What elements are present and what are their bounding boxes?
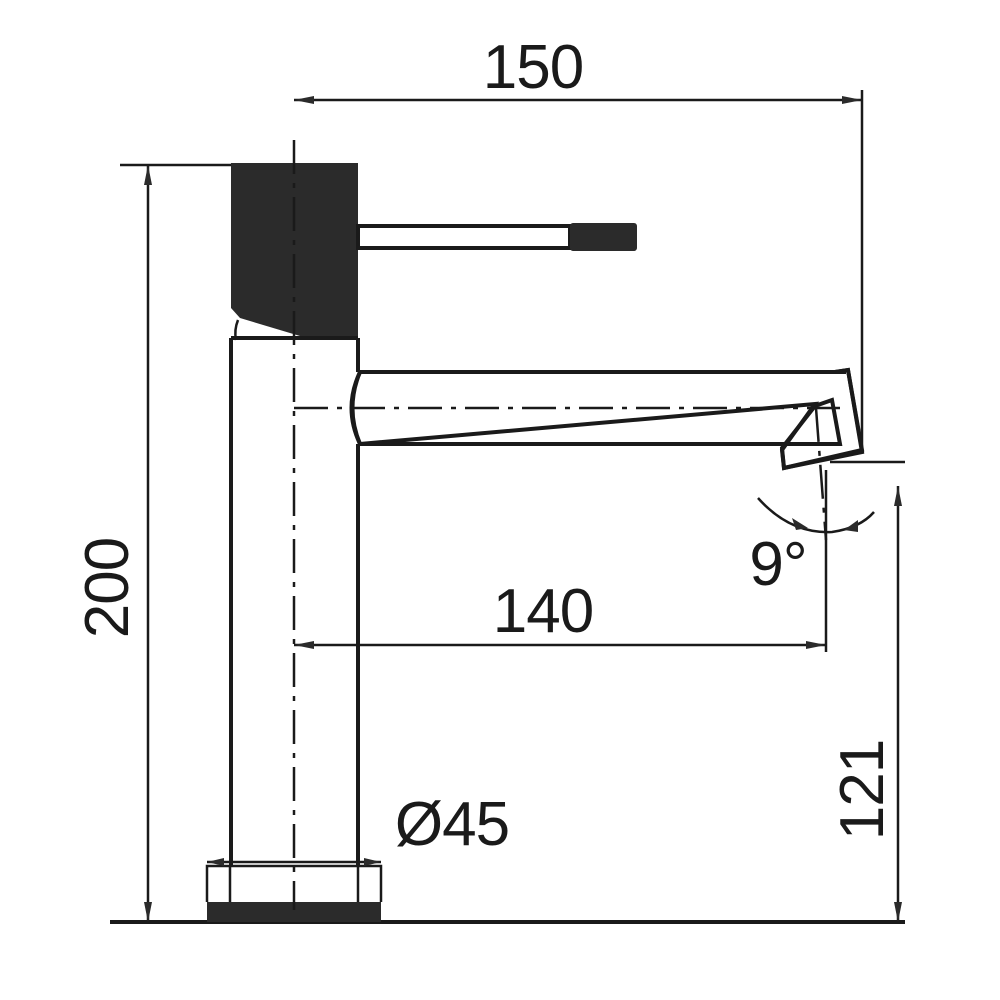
handle-cap-lip bbox=[234, 319, 240, 341]
spout bbox=[350, 367, 865, 471]
dim-121-arrow-bottom bbox=[894, 902, 902, 922]
dim-label-140: 140 bbox=[493, 577, 593, 646]
dim-150-arrow-right bbox=[842, 96, 862, 104]
dim-45-arrow-left bbox=[207, 858, 224, 866]
outlet-axis bbox=[814, 407, 828, 541]
dim-label-angle: 9° bbox=[749, 530, 806, 599]
handle-cap bbox=[231, 163, 358, 336]
angle-arc bbox=[757, 497, 875, 534]
dim-45-arrow-right bbox=[364, 858, 381, 866]
base-plate bbox=[207, 902, 381, 922]
dim-121-arrow-top bbox=[894, 486, 902, 506]
angle-arrow-right bbox=[844, 520, 858, 532]
dim-label-200: 200 bbox=[73, 538, 142, 638]
dim-140-arrow-left bbox=[294, 641, 314, 649]
lever-arm bbox=[356, 224, 572, 250]
spout-outline bbox=[349, 367, 865, 471]
dim-200-arrow-top bbox=[144, 165, 152, 185]
lever-tip bbox=[570, 223, 637, 251]
dim-label-121: 121 bbox=[828, 740, 897, 840]
dim-150-arrow-left bbox=[294, 96, 314, 104]
dim-label-150: 150 bbox=[483, 33, 583, 102]
angle-arrow-left bbox=[792, 518, 808, 530]
dim-label-45: Ø45 bbox=[395, 790, 509, 859]
dim-200-arrow-bottom bbox=[144, 902, 152, 922]
base-ring bbox=[205, 864, 383, 902]
dim-140-arrow-right bbox=[806, 641, 826, 649]
